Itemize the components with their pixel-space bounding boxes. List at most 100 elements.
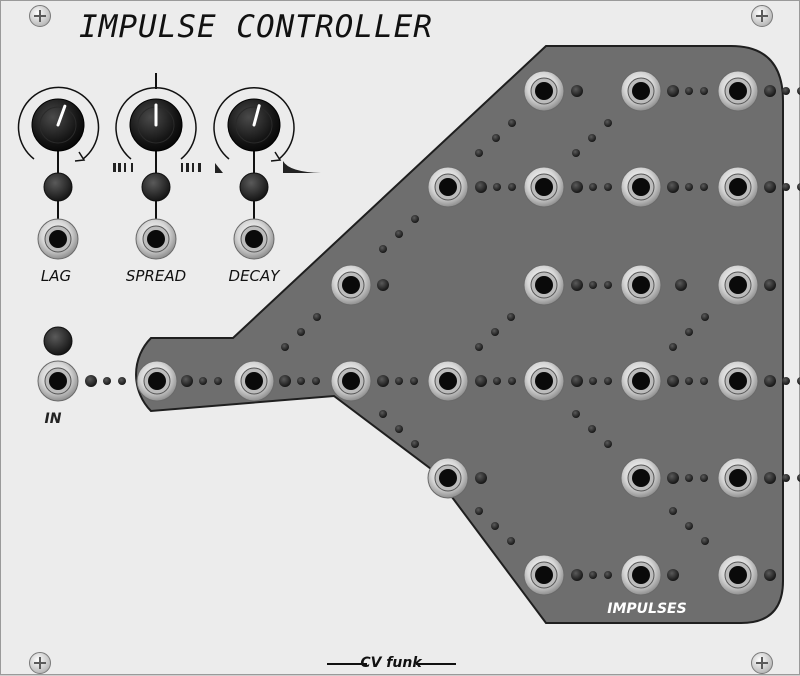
impulse-output-jack[interactable] [136,360,178,402]
impulse-output-jack[interactable] [620,554,662,596]
signal-dot [492,134,500,142]
signal-dot [669,343,677,351]
signal-dot [475,343,483,351]
decay-knob[interactable] [227,98,281,152]
signal-dot [667,375,679,387]
signal-dot [297,328,305,336]
impulse-output-jack[interactable] [330,360,372,402]
impulse-output-jack[interactable] [717,70,759,112]
signal-dot [377,375,389,387]
screw-bottom-left [29,652,51,674]
spread-label: SPREAD [125,267,187,285]
impulse-output-jack[interactable] [620,457,662,499]
signal-dot [685,183,693,191]
signal-dot [604,183,612,191]
signal-dot [685,474,693,482]
signal-dot [685,87,693,95]
lag-light [43,172,73,202]
brand-label: CV funk [360,655,422,671]
signal-dot [475,149,483,157]
signal-dot [782,377,790,385]
signal-dot [214,377,222,385]
signal-dot [604,440,612,448]
impulse-output-jack[interactable] [717,457,759,499]
signal-dot [589,281,597,289]
spread-light [141,172,171,202]
signal-dot [181,375,193,387]
spread-knob[interactable] [129,98,183,152]
signal-dot [588,134,596,142]
signal-dot [297,377,305,385]
input-label: IN [44,411,62,427]
impulse-output-jack[interactable] [330,264,372,306]
decay-cv-jack[interactable] [233,218,275,260]
signal-dot [700,87,708,95]
lag-knob[interactable] [31,98,85,152]
signal-dot [685,328,693,336]
signal-dot [379,410,387,418]
impulse-output-jack[interactable] [620,166,662,208]
impulses-label: IMPULSES [607,601,687,617]
impulse-output-jack[interactable] [427,360,469,402]
signal-dot [571,181,583,193]
impulse-output-jack[interactable] [620,264,662,306]
impulse-output-jack[interactable] [717,360,759,402]
impulse-output-jack[interactable] [523,166,565,208]
impulse-output-jack[interactable] [620,360,662,402]
signal-dot [589,183,597,191]
signal-dot [410,377,418,385]
signal-dot [312,377,320,385]
brand-line-right [416,663,456,665]
lag-label: LAG [40,267,72,285]
signal-dot [701,313,709,321]
signal-dot [572,410,580,418]
input-jack[interactable] [37,360,79,402]
signal-dot [685,522,693,530]
signal-dot [667,569,679,581]
spread-knob-arc [115,73,197,160]
impulse-output-jack[interactable] [427,166,469,208]
signal-dot [475,375,487,387]
impulse-output-jack[interactable] [717,166,759,208]
signal-dot [199,377,207,385]
impulse-output-jack[interactable] [523,360,565,402]
impulse-output-jack[interactable] [717,264,759,306]
signal-dot [667,85,679,97]
signal-dot [700,183,708,191]
signal-dot [589,571,597,579]
signal-dot [764,375,776,387]
impulse-output-jack[interactable] [233,360,275,402]
lag-knob-arc [17,86,100,162]
signal-dot [572,149,580,157]
signal-dot [508,119,516,127]
jacks[interactable] [37,70,759,596]
signal-dot [604,119,612,127]
signal-dot [797,87,800,95]
signal-dot [395,425,403,433]
impulse-output-jack[interactable] [523,554,565,596]
impulse-output-jack[interactable] [523,264,565,306]
signal-dot [491,522,499,530]
signal-dot [685,377,693,385]
signal-dot [797,474,800,482]
spread-bar-marks [113,163,201,172]
spread-cv-jack[interactable] [135,218,177,260]
signal-dot [507,313,515,321]
impulse-output-jack[interactable] [427,457,469,499]
signal-dot [589,377,597,385]
signal-dot [395,230,403,238]
knobs[interactable] [31,98,281,152]
screw-bottom-right [751,652,773,674]
impulse-output-jack[interactable] [523,70,565,112]
decay-label: DECAY [228,267,280,285]
signal-dot [667,472,679,484]
impulse-output-jack[interactable] [620,70,662,112]
signal-dot [675,279,687,291]
signal-dot [493,183,501,191]
module-title: IMPULSE CONTROLLER [79,9,433,45]
signal-dot [669,507,677,515]
lag-cv-jack[interactable] [37,218,79,260]
decay-knob-arc [213,87,295,162]
impulse-output-jack[interactable] [717,554,759,596]
